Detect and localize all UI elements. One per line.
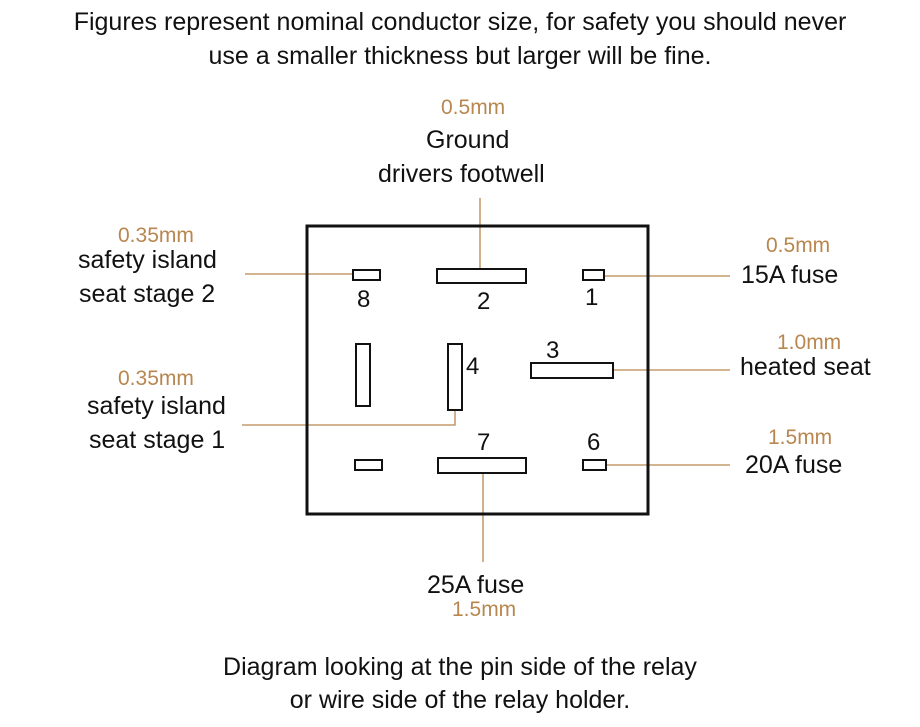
safety-stage2-stage: seat stage 2 (79, 280, 216, 308)
pin-2-terminal (436, 268, 527, 284)
ground-location: drivers footwell (378, 160, 545, 188)
header-line-2: use a smaller thickness but larger will … (208, 42, 712, 70)
wire-safety-stage1 (242, 410, 456, 426)
pin-4-terminal (447, 343, 463, 411)
header-line-1: Figures represent nominal conductor size… (73, 8, 847, 36)
pin-7-number: 7 (477, 429, 491, 456)
footer-line-1: Diagram looking at the pin side of the r… (223, 653, 697, 681)
safety-stage1-stage: seat stage 1 (89, 426, 226, 454)
pin-5-terminal (355, 343, 371, 407)
safety-stage1-label: safety island (87, 392, 226, 420)
pin-7-terminal (437, 457, 527, 474)
pin-6-number: 6 (587, 429, 601, 456)
fuse20-label: 20A fuse (745, 451, 843, 479)
pin-3-terminal (530, 362, 614, 379)
pin-4-number: 4 (466, 353, 480, 380)
safety-stage2-size: 0.35mm (118, 224, 194, 247)
pin-1-terminal (582, 269, 605, 281)
fuse20-size: 1.5mm (768, 426, 833, 449)
footer-line-2: or wire side of the relay holder. (289, 686, 631, 714)
pin-1-number: 1 (585, 284, 599, 311)
heated-seat-label: heated seat (740, 353, 871, 381)
pin-8-number: 8 (357, 286, 371, 313)
safety-stage1-size: 0.35mm (118, 367, 194, 390)
pin-2-number: 2 (477, 288, 491, 315)
fuse15-label: 15A fuse (741, 261, 839, 289)
pin-8-terminal (352, 269, 381, 281)
safety-stage2-label: safety island (78, 246, 217, 274)
fuse25-label: 25A fuse (427, 571, 525, 599)
ground-label: Ground (426, 126, 510, 154)
fuse25-size: 1.5mm (452, 598, 517, 621)
fuse15-size: 0.5mm (766, 234, 831, 257)
pin-3-number: 3 (546, 337, 560, 364)
pin-6-terminal (582, 459, 607, 471)
relay-outline (305, 224, 650, 516)
ground-size: 0.5mm (441, 96, 506, 119)
pin-left-bottom-terminal (354, 459, 383, 471)
heated-seat-size: 1.0mm (777, 331, 842, 354)
